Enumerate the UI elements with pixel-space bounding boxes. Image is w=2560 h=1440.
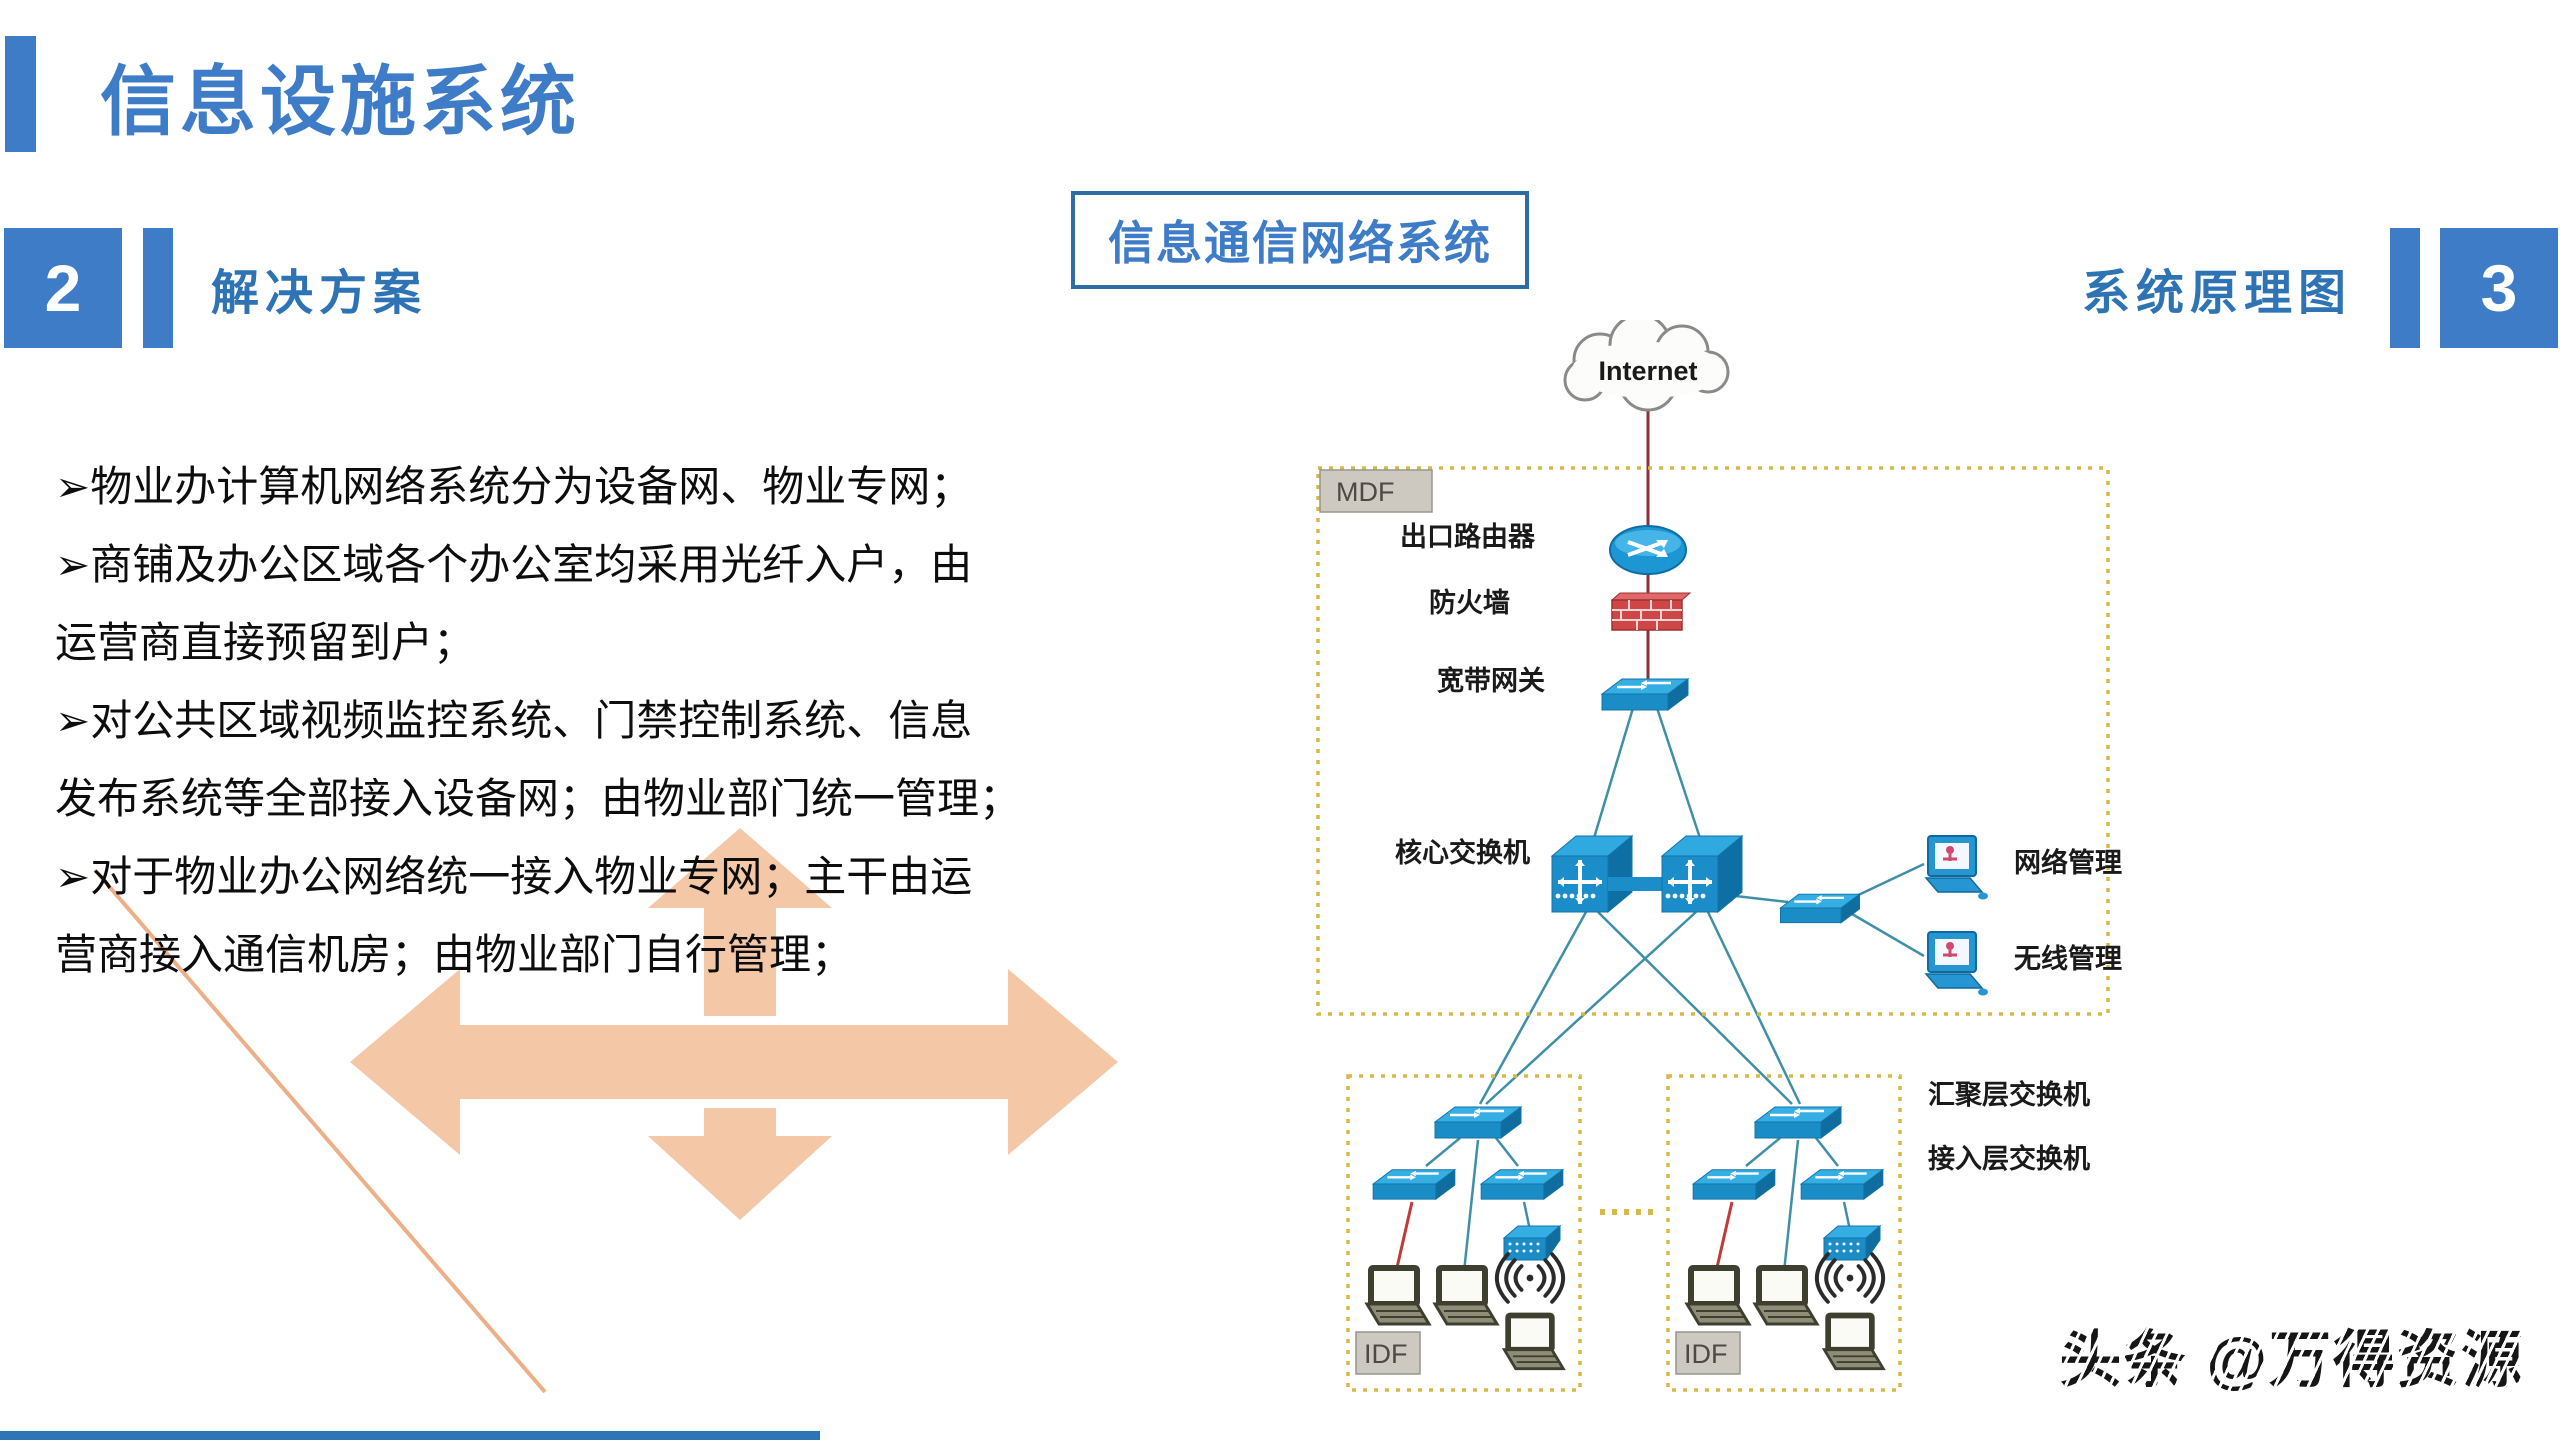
aggregation-switch-icon-left: [1433, 1105, 1523, 1140]
laptop-icon: [1435, 1268, 1497, 1324]
access-switch-icon: [1479, 1168, 1565, 1201]
idf-label-left: IDF: [1355, 1331, 1421, 1375]
svg-text:IDF: IDF: [1364, 1339, 1408, 1369]
access-switch-icon: [1371, 1168, 1457, 1201]
bullet-line: 运营商直接预留到户；: [55, 619, 476, 666]
bullet-line: ➢对于物业办公网络统一接入物业专网；主干由运: [55, 853, 973, 900]
internet-cloud: Internet: [1563, 320, 1730, 412]
firewall-label: 防火墙: [1429, 588, 1510, 618]
broadband-gateway-icon: [1600, 677, 1690, 712]
aggregation-switch-label: 汇聚层交换机: [1928, 1079, 2090, 1110]
network-topology-diagram: Internet MDF: [1316, 320, 2122, 1392]
network-mgmt-label: 网络管理: [2014, 847, 2122, 878]
laptop-icon: [1367, 1268, 1429, 1324]
solution-bullet-list: ➢物业办计算机网络系统分为设备网、物业专网； ➢商铺及办公区域各个办公室均采用光…: [55, 448, 1100, 994]
wireless-mgmt-label: 无线管理: [2014, 944, 2122, 974]
idf-zone-box-right: [1666, 1074, 1902, 1392]
section-label-right: 系统原理图: [2081, 267, 2352, 320]
title-accent-block: [5, 36, 36, 152]
exit-router-label: 出口路由器: [1400, 521, 1536, 552]
wireless-laptop-icon: [1824, 1316, 1883, 1369]
access-switch-icon: [1799, 1168, 1885, 1201]
internet-label: Internet: [1598, 356, 1697, 386]
page-title: 信息设施系统: [100, 60, 580, 145]
wifi-signal-icon: [1494, 1252, 1566, 1304]
wireless-mgmt-workstation-icon: [1924, 930, 1990, 997]
section-number-right: 3: [2440, 228, 2558, 348]
section-number-left: 2: [4, 228, 122, 348]
diagram-title: 信息通信网络系统: [1108, 217, 1492, 269]
bullet-line: ➢商铺及办公区域各个办公室均采用光纤入户，由: [55, 541, 973, 588]
core-switch-icon-1: [1550, 834, 1634, 914]
wireless-laptop-icon: [1504, 1316, 1563, 1369]
aggregation-switch-icon-right: [1753, 1105, 1843, 1140]
broadband-gateway-label: 宽带网关: [1437, 665, 1545, 696]
laptop-icon: [1755, 1268, 1817, 1324]
laptop-icon: [1687, 1268, 1749, 1324]
svg-text:IDF: IDF: [1684, 1339, 1728, 1369]
wifi-signal-icon: [1814, 1252, 1886, 1304]
section-tab-left: 2 解决方案: [4, 228, 427, 348]
down-arrow: [648, 1108, 832, 1220]
horizontal-double-arrow: [350, 969, 1118, 1155]
bullet-line: ➢对公共区域视频监控系统、门禁控制系统、信息: [55, 697, 973, 744]
mdf-label: MDF: [1319, 469, 1433, 513]
mdf-zone-box: [1316, 466, 2110, 1016]
section-tab-right: 系统原理图 3: [2082, 228, 2558, 348]
bullet-line: 发布系统等全部接入设备网；由物业部门统一管理；: [55, 775, 1022, 822]
svg-text:MDF: MDF: [1336, 477, 1394, 507]
diagram-title-box: 信息通信网络系统: [1071, 191, 1529, 289]
watermark: 头条 @万得资源: [2059, 1309, 2525, 1399]
bottom-accent-bar: [0, 1431, 820, 1440]
access-switch-label: 接入层交换机: [1928, 1143, 2090, 1174]
idf-zone-box-left: [1346, 1074, 1582, 1392]
access-switch-icon: [1691, 1168, 1777, 1201]
accent-bar-left: [143, 228, 173, 348]
core-switch-icon-2: [1660, 834, 1744, 914]
bullet-line: 营商接入通信机房；由物业部门自行管理；: [55, 931, 854, 978]
management-switch-icon: [1779, 893, 1861, 924]
section-label-left: 解决方案: [211, 267, 428, 320]
exit-router-icon: [1608, 524, 1688, 576]
diagram-connections: [1394, 402, 1925, 1273]
network-mgmt-workstation-icon: [1924, 834, 1990, 901]
core-switch-label: 核心交换机: [1395, 837, 1530, 868]
core-switch-link: [1608, 877, 1662, 891]
accent-bar-right: [2390, 228, 2420, 348]
idf-label-right: IDF: [1675, 1331, 1741, 1375]
bullet-line: ➢物业办计算机网络系统分为设备网、物业专网；: [55, 463, 973, 510]
firewall-icon: [1611, 592, 1691, 631]
